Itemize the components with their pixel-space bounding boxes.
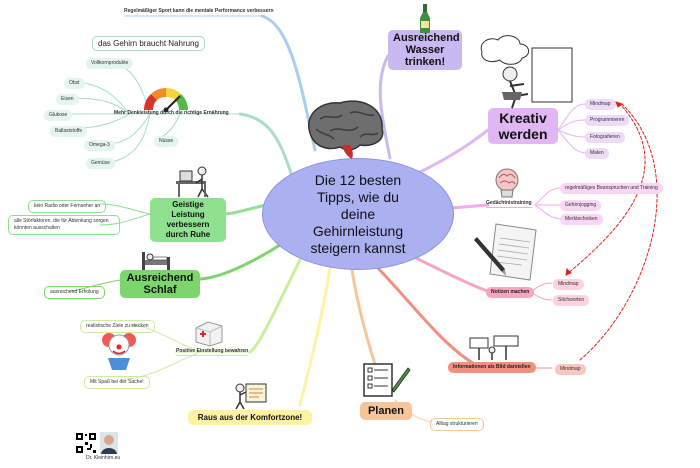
node-nahrung-main[interactable]: Mehr Denkleistung durch die richtige Ern…	[114, 110, 229, 116]
node-positiv[interactable]: Positive Einstellung bewahren	[176, 348, 249, 356]
author-photo-icon	[100, 432, 118, 454]
ja-nein-sign-icon	[469, 335, 519, 360]
desk-person-icon	[176, 166, 209, 198]
positiv-item-spass[interactable]: Mit Spaß bei der Sache!	[84, 376, 150, 389]
person-board-icon	[235, 383, 267, 410]
kreativ-item-malen[interactable]: Malen	[585, 148, 609, 159]
notizen-item-mindmap[interactable]: Mindmap	[553, 279, 584, 290]
connector-wasser	[378, 54, 392, 160]
clown-icon	[102, 333, 136, 370]
gedaechtnis-item-training[interactable]: regelmäßiges Beanspruchen und Training	[560, 183, 663, 194]
first-aid-kit-icon	[195, 321, 223, 347]
kreativ-item-fotografieren[interactable]: Fotografieren	[585, 132, 625, 143]
kreativ-item-programmieren[interactable]: Programmieren	[585, 115, 630, 126]
node-wasser[interactable]: Ausreichend Wasser trinken!	[388, 30, 462, 70]
brain-icon	[307, 100, 384, 159]
gauge-icon	[144, 88, 188, 112]
schlaf-item-erholung[interactable]: ausreichend Erholung	[44, 286, 105, 299]
node-nahrung-title[interactable]: das Gehirn braucht Nahrung	[92, 36, 205, 51]
node-komfort[interactable]: Raus aus der Komfortzone!	[188, 410, 312, 425]
contract-pen-icon	[474, 223, 537, 281]
dashed-link-notizen	[565, 103, 646, 276]
thinking-person-icon	[480, 35, 573, 109]
connector-bild	[370, 260, 482, 369]
positiv-item-ziele[interactable]: realistische Ziele zu stecken	[80, 320, 155, 333]
qr-code-icon	[75, 432, 97, 454]
notizen-item-stichworte[interactable]: Stichworten	[553, 295, 590, 306]
nahrung-item-obst[interactable]: Obst	[64, 78, 85, 89]
dashed-link-bild	[579, 103, 658, 361]
bed-icon	[142, 252, 170, 270]
nahrung-item-glukose[interactable]: Glukose	[44, 110, 73, 121]
node-sport[interactable]: Regelmäßiger Sport kann die mentale Perf…	[124, 8, 274, 14]
node-schlaf[interactable]: Ausreichend Schlaf	[120, 270, 200, 298]
nahrung-item-eisen[interactable]: Eisen	[56, 94, 79, 105]
central-topic[interactable]: Die 12 besten Tipps, wie du deine Gehirn…	[262, 158, 454, 270]
node-planen[interactable]: Planen	[360, 402, 412, 420]
bottle-icon	[420, 4, 430, 33]
connector-ruhe	[224, 203, 268, 216]
connector-nahrung	[238, 112, 294, 178]
nahrung-item-ballast[interactable]: Ballaststoffe	[50, 126, 88, 137]
nahrung-item-gemuese[interactable]: Gemüse	[86, 158, 115, 169]
connector-kreativ	[418, 128, 490, 174]
connector-komfort	[298, 266, 332, 407]
brain-head-icon	[495, 168, 519, 198]
nahrung-item-vollkorn[interactable]: Vollkornprodukte	[86, 58, 134, 69]
gedaechtnis-item-merktechniken[interactable]: Merktechniken	[560, 214, 603, 225]
ruhe-item-stoerfaktoren[interactable]: alle Störfaktoren, die für Ablenkung sor…	[8, 215, 120, 235]
node-ruhe[interactable]: Geistige Leistung verbessern durch Ruhe	[150, 198, 226, 242]
kreativ-item-mindmap[interactable]: Mindmap	[585, 99, 616, 110]
node-gedaechtnis[interactable]: Gedächtnistraining	[486, 200, 532, 208]
planen-item-alltag[interactable]: Alltag strukturieren	[430, 418, 484, 431]
node-kreativ[interactable]: Kreativ werden	[488, 108, 558, 144]
ruhe-item-radio[interactable]: kein Radio oder Fernseher an	[28, 200, 107, 213]
author-credit: Dr. Kleinhirn.eu	[86, 455, 121, 461]
node-bild[interactable]: Informationen als Bild darstellen	[448, 362, 536, 373]
connector-positiv	[248, 258, 302, 354]
connector-schlaf	[198, 243, 282, 281]
gedaechtnis-item-jogging[interactable]: Gehirnjogging	[560, 200, 602, 211]
nahrung-item-nuesse[interactable]: Nüsse	[154, 136, 179, 147]
node-notizen[interactable]: Notizen machen	[486, 287, 535, 298]
nahrung-item-omega[interactable]: Omega-3	[84, 140, 115, 151]
bild-item-mindmap[interactable]: Mindmap	[555, 364, 586, 375]
checklist-icon	[363, 363, 411, 397]
